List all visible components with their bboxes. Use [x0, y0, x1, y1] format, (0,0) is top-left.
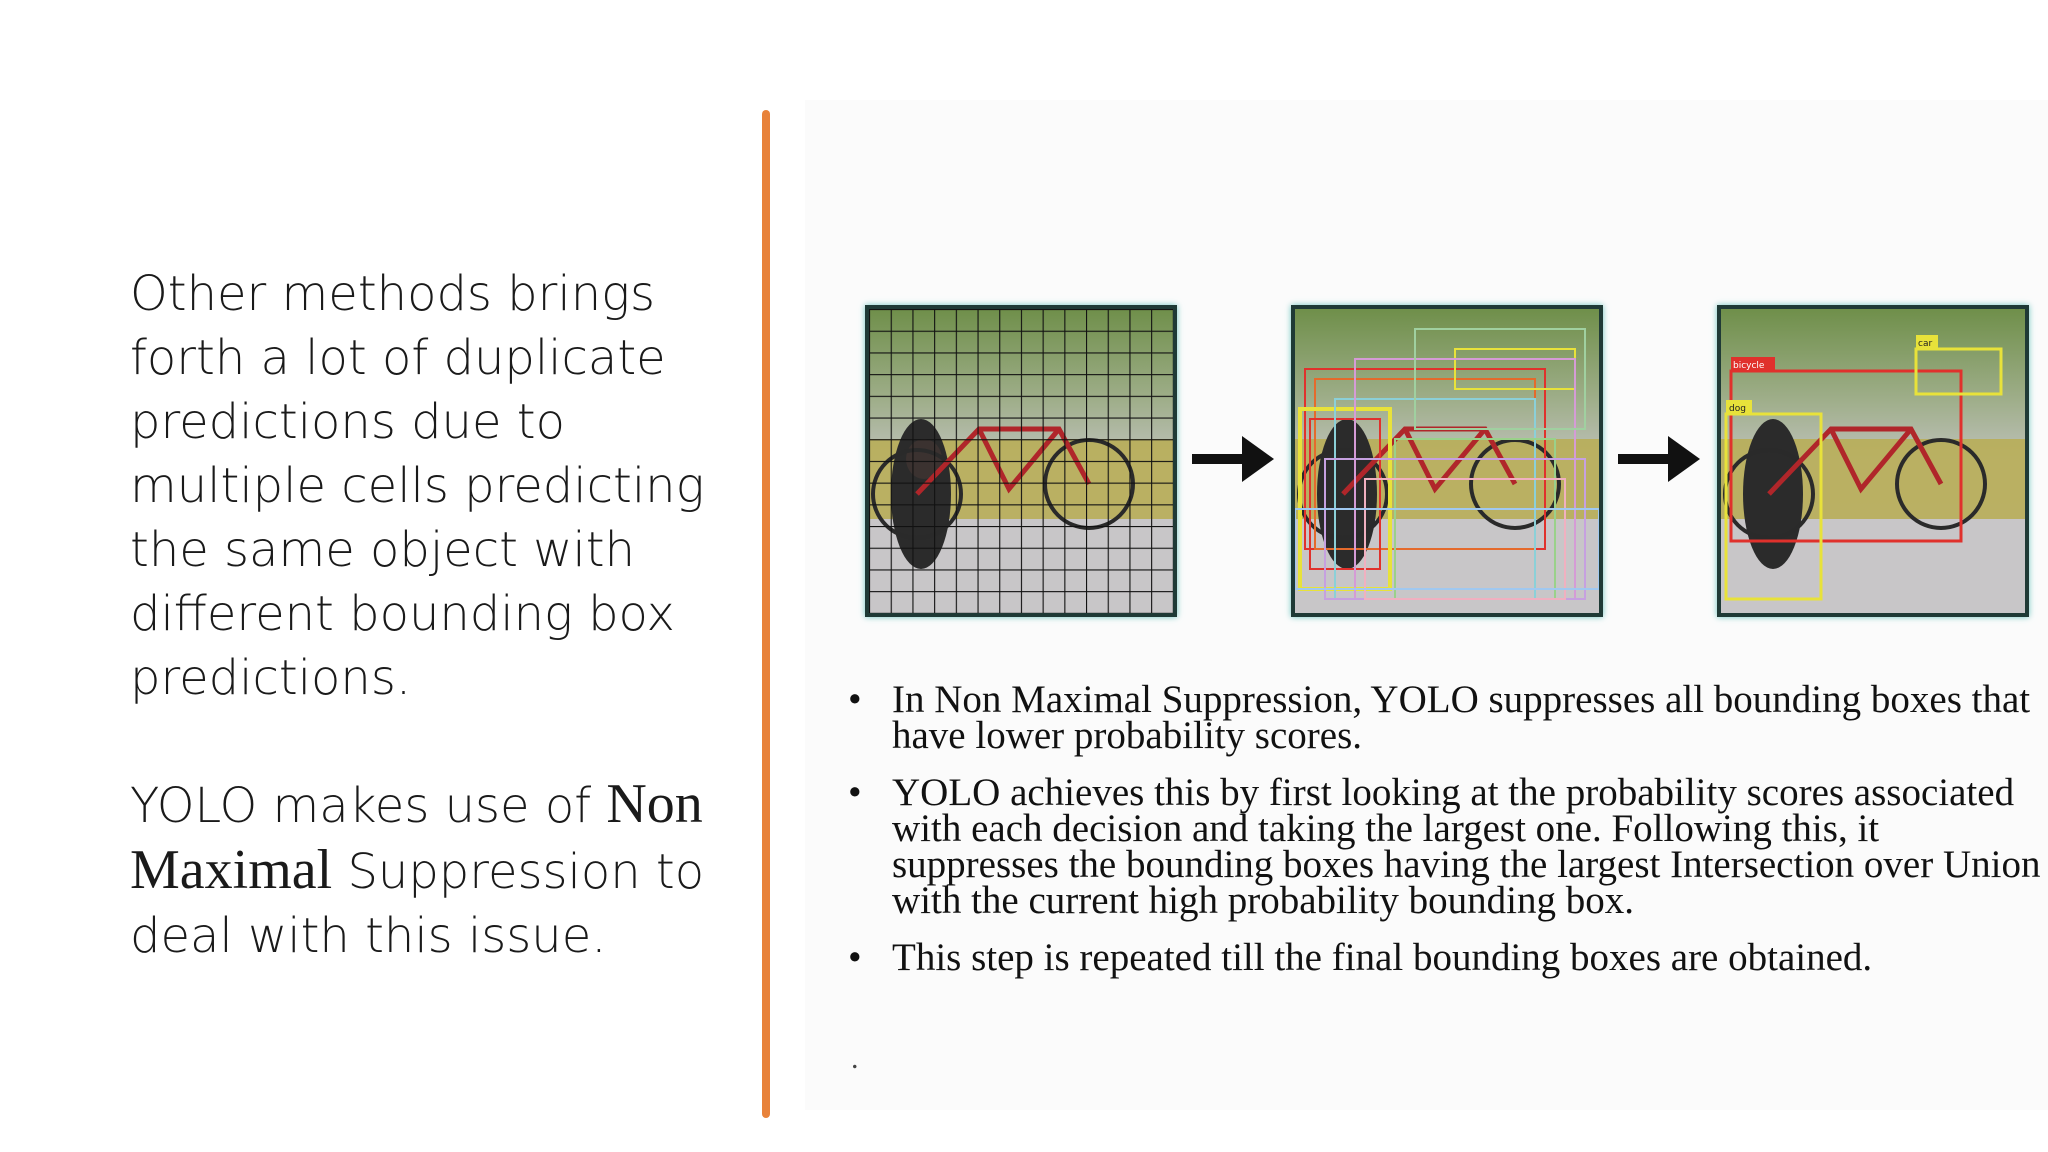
grid-image — [865, 305, 1177, 617]
label-bicycle: bicycle — [1733, 361, 1765, 371]
final-boxes-image: bicycle dog car — [1717, 305, 2029, 617]
arrow-right-icon — [1192, 436, 1274, 482]
bullet-icon: • — [848, 678, 862, 721]
paragraph-duplicates: Other methods brings forth a lot of dupl… — [130, 266, 705, 706]
nms-text-b: Non Maximal — [130, 773, 703, 901]
label-car: car — [1918, 339, 1932, 349]
list-item: •This step is repeated till the final bo… — [848, 936, 1873, 979]
list-item: •In Non Maximal Suppression, YOLO suppre… — [848, 678, 2031, 757]
bullet-icon: • — [848, 771, 862, 814]
arrow-right-icon-2 — [1618, 436, 1700, 482]
nms-text-a: YOLO makes use of — [130, 778, 607, 834]
bullet-list: •In Non Maximal Suppression, YOLO suppre… — [848, 678, 2048, 997]
bullet-icon: • — [848, 936, 862, 979]
label-dog: dog — [1729, 404, 1746, 414]
left-text-block: Other methods brings forth a lot of dupl… — [130, 262, 750, 968]
nms-text-c: Suppression to deal with this issue. — [130, 844, 705, 964]
vertical-divider — [762, 110, 770, 1118]
paragraph-nms: YOLO makes use of Non Maximal Suppressio… — [130, 772, 750, 968]
stray-mark: . — [851, 1042, 859, 1075]
candidate-boxes-image — [1291, 305, 1603, 617]
list-item: •YOLO achieves this by first looking at … — [848, 771, 2041, 922]
